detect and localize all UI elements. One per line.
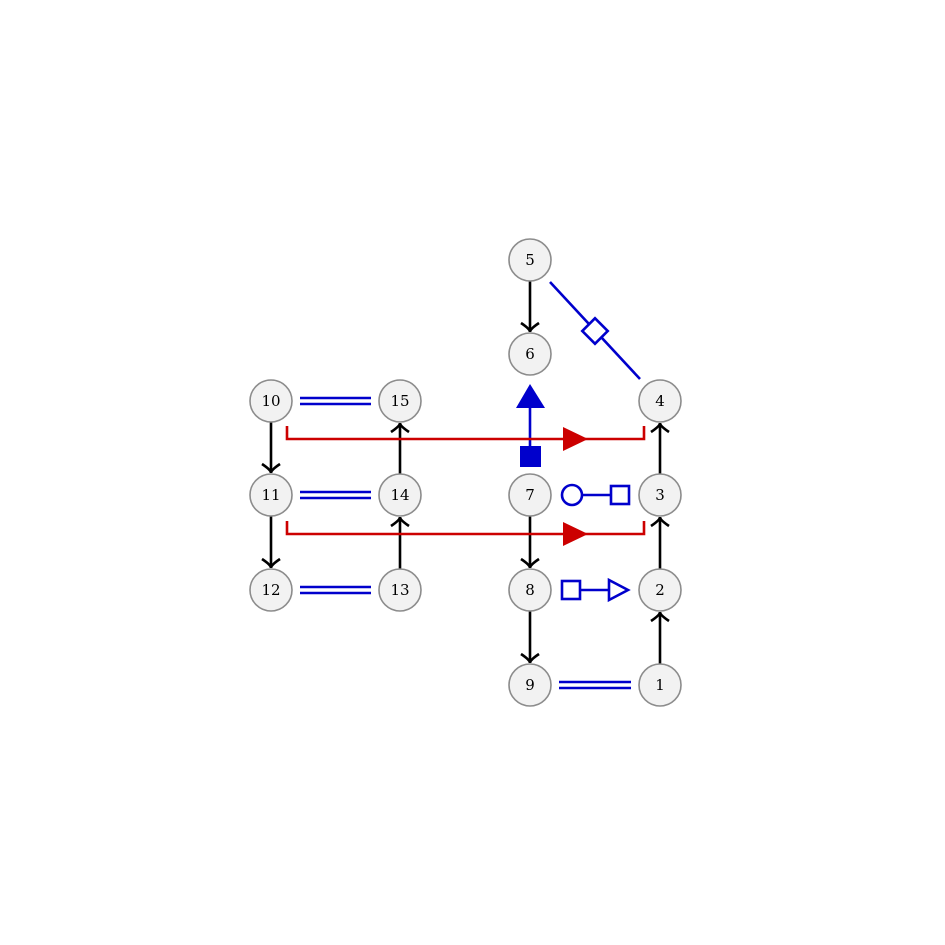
node-circle [508, 238, 552, 282]
arrow-head-icon [261, 462, 281, 474]
relation-double-line-11-14 [300, 490, 371, 500]
node-label: 15 [390, 392, 409, 410]
relation-double-line-12-13 [300, 585, 371, 595]
arrow-head-icon [390, 516, 410, 528]
arrow-14-to-15 [390, 422, 410, 474]
node-label: 10 [261, 392, 280, 410]
node-1: 1 [638, 663, 682, 707]
arrow-head-icon [520, 321, 540, 333]
node-label: 9 [525, 676, 535, 694]
node-4: 4 [638, 379, 682, 423]
node-circle [249, 379, 293, 423]
bracket-line [285, 426, 646, 441]
relation-circle-square-7-3 [560, 483, 631, 507]
node-label: 14 [390, 486, 409, 504]
open-square-icon [609, 484, 631, 506]
open-square-icon [560, 579, 582, 601]
node-circle [378, 568, 422, 612]
node-13: 13 [378, 568, 422, 612]
node-circle [249, 473, 293, 517]
node-15: 15 [378, 379, 422, 423]
node-label: 8 [525, 581, 535, 599]
filled-triangle-icon [516, 384, 545, 408]
node-circle [378, 379, 422, 423]
arrow-head-icon [650, 611, 670, 623]
node-label: 5 [525, 251, 535, 269]
arrow-13-to-14 [390, 516, 410, 569]
node-label: 7 [525, 486, 535, 504]
arrow-5-to-6 [520, 281, 540, 333]
node-label: 12 [261, 581, 280, 599]
arrow-head-icon [650, 422, 670, 434]
node-circle [249, 568, 293, 612]
arrow-11-to-12 [261, 516, 281, 569]
node-circle [508, 663, 552, 707]
arrow-head-icon [261, 557, 281, 569]
node-circle [508, 568, 552, 612]
edges-layer [261, 281, 670, 690]
relation-diamond-line-5-4 [549, 281, 641, 380]
node-circle [378, 473, 422, 517]
node-label: 13 [390, 581, 409, 599]
node-label: 6 [525, 345, 535, 363]
filled-square-icon [520, 446, 541, 467]
node-8: 8 [508, 568, 552, 612]
open-diamond-icon [580, 316, 610, 346]
arrow-head-icon [520, 557, 540, 569]
open-circle-icon [560, 483, 584, 507]
node-circle [638, 379, 682, 423]
arrow-head-icon [390, 422, 410, 434]
node-label: 2 [655, 581, 665, 599]
filled-arrowhead-icon [563, 427, 588, 451]
relation-filled-square-filled-triangle-7-6 [516, 384, 545, 467]
relation-double-line-9-1 [559, 680, 631, 690]
relation-red-bracket-arrow-11-3 [285, 521, 646, 546]
node-circle [638, 568, 682, 612]
arrow-7-to-8 [520, 516, 540, 569]
bracket-line [285, 521, 646, 536]
node-12: 12 [249, 568, 293, 612]
arrow-8-to-9 [520, 611, 540, 664]
filled-arrowhead-icon [563, 522, 588, 546]
node-2: 2 [638, 568, 682, 612]
node-label: 4 [655, 392, 665, 410]
node-5: 5 [508, 238, 552, 282]
node-label: 3 [655, 486, 665, 504]
arrow-10-to-11 [261, 422, 281, 474]
node-11: 11 [249, 473, 293, 517]
node-10: 10 [249, 379, 293, 423]
node-circle [638, 473, 682, 517]
node-circle [508, 473, 552, 517]
relation-red-bracket-arrow-10-4 [285, 426, 646, 451]
node-label: 1 [655, 676, 665, 694]
arrow-1-to-2 [650, 611, 670, 664]
node-3: 3 [638, 473, 682, 517]
node-7: 7 [508, 473, 552, 517]
relation-square-open-triangle-8-2 [560, 577, 631, 603]
node-6: 6 [508, 332, 552, 376]
open-triangle-icon [607, 577, 631, 603]
arrow-head-icon [520, 652, 540, 664]
node-circle [508, 332, 552, 376]
arrow-2-to-3 [650, 516, 670, 569]
relation-double-line-10-15 [300, 396, 371, 406]
node-9: 9 [508, 663, 552, 707]
node-label: 11 [261, 486, 280, 504]
arrow-head-icon [650, 516, 670, 528]
arrow-3-to-4 [650, 422, 670, 474]
node-14: 14 [378, 473, 422, 517]
node-circle [638, 663, 682, 707]
